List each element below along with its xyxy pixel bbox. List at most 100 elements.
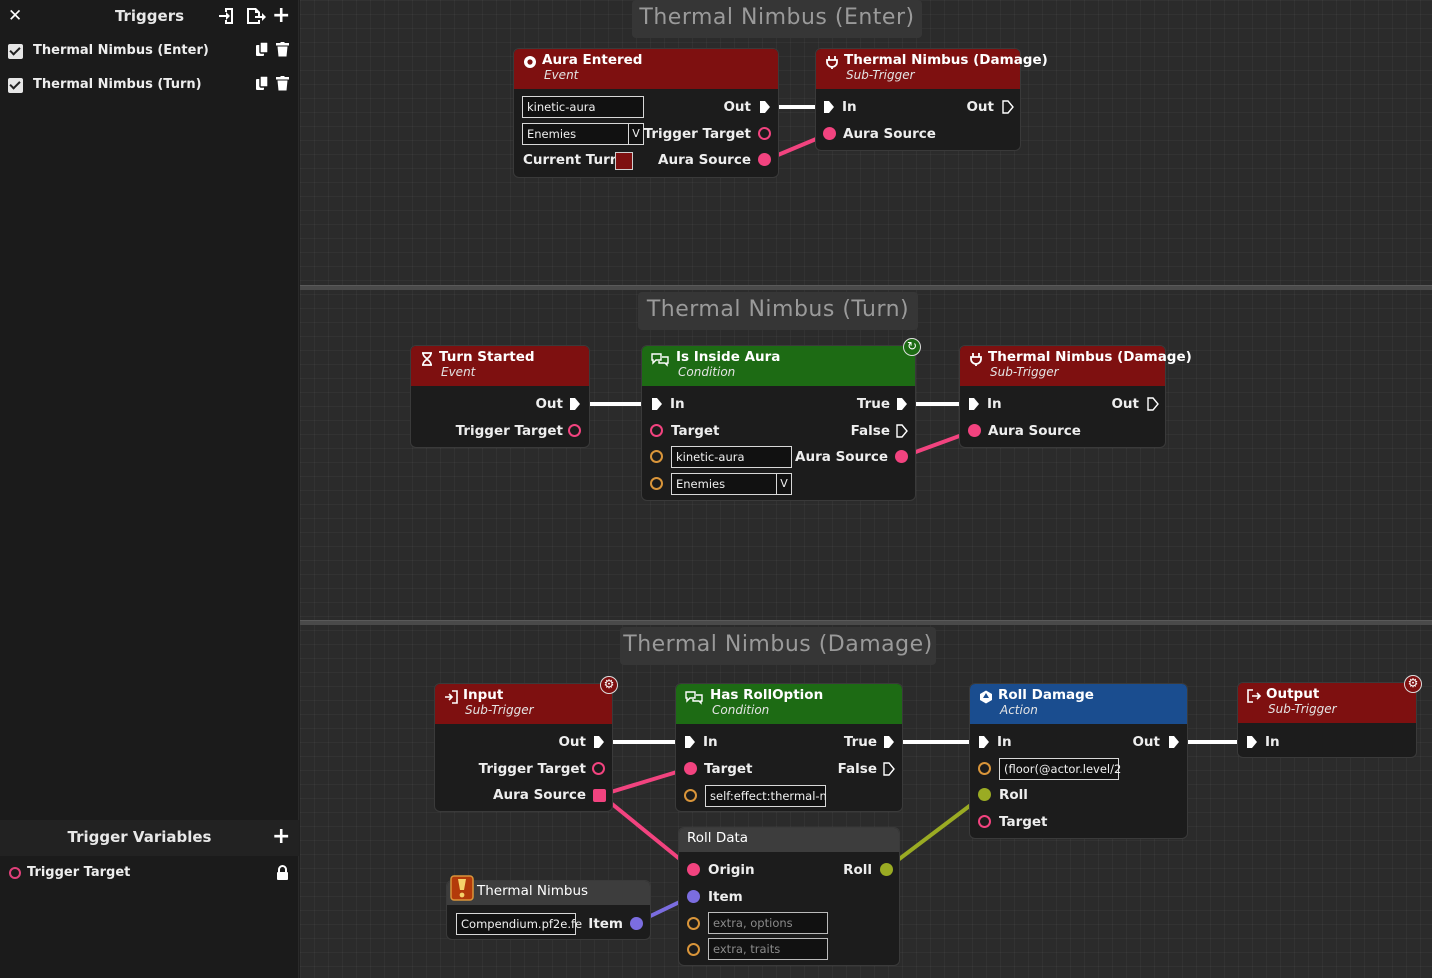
exec-true-pin[interactable] <box>883 735 895 749</box>
exec-false-pin[interactable] <box>883 762 895 776</box>
roll-pin[interactable] <box>978 788 991 801</box>
add-variable-button[interactable]: + <box>272 824 291 849</box>
traits-pin[interactable] <box>687 943 700 956</box>
chevron-down-icon[interactable]: V <box>776 474 791 494</box>
rolloption-input[interactable]: self:effect:thermal-n <box>705 785 827 807</box>
node-turn-started[interactable]: Turn Started Event Out Trigger Target <box>410 345 590 448</box>
target-pin[interactable] <box>684 762 697 775</box>
target-pin[interactable] <box>978 815 991 828</box>
trigger-item-turn[interactable]: Thermal Nimbus (Turn) <box>0 72 299 100</box>
node-subtitle: Sub-Trigger <box>465 703 534 717</box>
add-trigger-button[interactable]: + <box>272 3 291 28</box>
node-roll-data[interactable]: Roll Data Origin Roll Item extra, option… <box>678 827 900 966</box>
node-is-inside-aura[interactable]: Is Inside Aura Condition ↻ In True Targe… <box>641 338 921 501</box>
node-has-rolloption[interactable]: Has RollOption Condition In True Target … <box>675 683 903 812</box>
trigger-label[interactable]: Thermal Nimbus (Enter) <box>33 43 209 58</box>
exec-out-pin[interactable] <box>569 397 581 411</box>
export-icon[interactable] <box>245 6 267 26</box>
exec-out-pin[interactable] <box>1147 397 1159 411</box>
copy-icon[interactable] <box>256 41 269 57</box>
chevron-down-icon[interactable]: V <box>628 124 643 144</box>
node-header[interactable]: Turn Started Event <box>411 346 589 386</box>
sign-in-icon <box>445 690 458 704</box>
close-icon[interactable]: ✕ <box>8 6 23 26</box>
aura-slug-input[interactable]: kinetic-aura <box>522 96 644 118</box>
node-header[interactable]: Roll Damage Action <box>970 684 1187 724</box>
triggers-sidebar: ✕ Triggers + Thermal Nimbus (Enter) Ther… <box>0 0 299 978</box>
copy-icon[interactable] <box>256 75 269 91</box>
exec-in-pin[interactable] <box>651 397 663 411</box>
aura-source-pin[interactable] <box>968 424 981 437</box>
import-icon[interactable] <box>218 6 236 26</box>
trigger-target-pin[interactable] <box>568 424 581 437</box>
trigger-target-pin[interactable] <box>592 762 605 775</box>
exec-in-pin[interactable] <box>823 100 835 114</box>
in-label: In <box>987 396 1002 412</box>
options-pin[interactable] <box>687 917 700 930</box>
node-input[interactable]: Input Sub-Trigger ⚙ Out Trigger Target A… <box>434 676 618 812</box>
trigger-label[interactable]: Thermal Nimbus (Turn) <box>33 77 202 92</box>
exec-out-pin[interactable] <box>759 100 771 114</box>
trigger-target-pin[interactable] <box>758 127 771 140</box>
target-label: Target <box>671 423 720 439</box>
exec-out-pin[interactable] <box>1002 100 1014 114</box>
exec-in-pin[interactable] <box>1246 735 1258 749</box>
roll-out-pin[interactable] <box>880 863 893 876</box>
trigger-variables-header: Trigger Variables + <box>0 820 299 856</box>
node-header[interactable]: Is Inside Aura Condition <box>642 346 915 386</box>
item-uuid-input[interactable]: Compendium.pf2e.fe <box>456 913 582 935</box>
current-turn-checkbox[interactable] <box>615 152 633 170</box>
comments-icon <box>685 691 703 705</box>
exec-out-pin[interactable] <box>1168 735 1180 749</box>
exec-in-pin[interactable] <box>968 397 980 411</box>
node-header[interactable]: Roll Data <box>679 828 899 852</box>
node-output[interactable]: Output Sub-Trigger ⚙ In <box>1237 675 1422 758</box>
trigger-enabled-checkbox[interactable] <box>8 44 23 59</box>
traits-input[interactable]: extra, traits <box>708 938 828 960</box>
item-out-pin[interactable] <box>630 917 643 930</box>
node-header[interactable]: Aura Entered Event <box>514 49 778 89</box>
node-header[interactable]: Thermal Nimbus (Damage) Sub-Trigger <box>960 346 1192 386</box>
gear-icon[interactable]: ⚙ <box>600 676 618 694</box>
exec-true-pin[interactable] <box>896 397 908 411</box>
node-header[interactable]: Thermal Nimbus <box>447 875 650 905</box>
node-subtrigger-damage-enter[interactable]: Thermal Nimbus (Damage) Sub-Trigger In O… <box>815 48 1048 151</box>
aura-source-pin[interactable] <box>895 450 908 463</box>
targets-pin[interactable] <box>650 477 663 490</box>
node-header[interactable]: Has RollOption Condition <box>676 684 902 724</box>
target-pin[interactable] <box>650 424 663 437</box>
gear-icon[interactable]: ⚙ <box>1404 675 1422 693</box>
aura-source-pin[interactable] <box>758 153 771 166</box>
origin-pin[interactable] <box>687 863 700 876</box>
exec-out-pin[interactable] <box>593 735 605 749</box>
formula-input[interactable]: (floor(@actor.level/2 <box>999 758 1121 780</box>
node-roll-damage[interactable]: Roll Damage Action In Out (floor(@actor.… <box>969 683 1188 839</box>
variable-item[interactable]: Trigger Target <box>0 861 299 885</box>
exec-false-pin[interactable] <box>896 424 908 438</box>
trash-icon[interactable] <box>276 76 289 91</box>
triggers-header: ✕ Triggers + <box>0 0 299 34</box>
item-pin[interactable] <box>687 890 700 903</box>
trash-icon[interactable] <box>276 42 289 57</box>
node-header[interactable]: Output Sub-Trigger <box>1238 683 1416 723</box>
exec-in-pin[interactable] <box>978 735 990 749</box>
slug-pin[interactable] <box>650 450 663 463</box>
node-header[interactable]: Input Sub-Trigger <box>435 684 612 724</box>
aura-slug-input[interactable]: kinetic-aura <box>671 446 792 468</box>
options-input[interactable]: extra, options <box>708 912 828 934</box>
loop-icon[interactable]: ↻ <box>903 338 921 356</box>
exec-in-pin[interactable] <box>684 735 696 749</box>
node-subtrigger-damage-turn[interactable]: Thermal Nimbus (Damage) Sub-Trigger In O… <box>959 345 1192 448</box>
aura-source-pin[interactable] <box>823 127 836 140</box>
aura-source-label: Aura Source <box>658 152 751 168</box>
formula-pin[interactable] <box>978 762 991 775</box>
node-header[interactable]: Thermal Nimbus (Damage) Sub-Trigger <box>816 49 1048 89</box>
trigger-item-enter[interactable]: Thermal Nimbus (Enter) <box>0 38 299 66</box>
node-item-thermal-nimbus[interactable]: Thermal Nimbus Compendium.pf2e.fe Item <box>446 875 651 940</box>
trigger-enabled-checkbox[interactable] <box>8 78 23 93</box>
aura-source-pin[interactable] <box>593 789 606 802</box>
option-pin[interactable] <box>684 789 697 802</box>
